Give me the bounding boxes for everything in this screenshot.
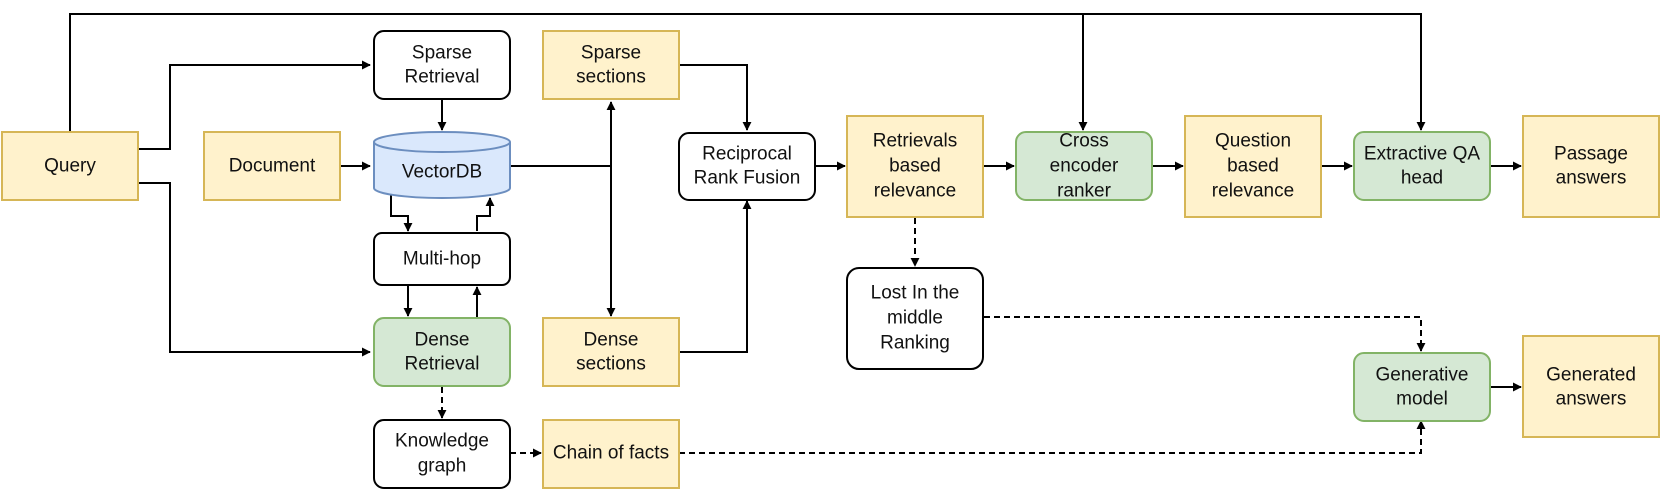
edge-query-to-dense-retrieval bbox=[138, 182, 371, 357]
node-generated-answers: Generated answers bbox=[1522, 335, 1660, 438]
node-vectordb-label: VectorDB bbox=[402, 162, 482, 183]
node-knowledge-graph: Knowledge graph bbox=[373, 419, 511, 489]
edge-multihop-to-vectordb bbox=[476, 197, 495, 231]
node-dense-sections-label-1: Dense bbox=[584, 330, 639, 351]
node-chain-of-facts-label: Chain of facts bbox=[553, 443, 669, 464]
node-retrievals-label-1: Retrievals bbox=[873, 131, 957, 152]
node-chain-of-facts: Chain of facts bbox=[542, 419, 680, 489]
node-passage-answers: Passage answers bbox=[1522, 115, 1660, 218]
node-sparse-retrieval: Sparse Retrieval bbox=[373, 30, 511, 100]
edge-query-to-sparse-retrieval bbox=[138, 60, 371, 150]
node-question-relevance-label-2: based bbox=[1227, 156, 1279, 177]
node-query-label: Query bbox=[44, 156, 96, 177]
edge-query-to-extractive-qa bbox=[69, 13, 1426, 132]
node-dense-retrieval: Dense Retrieval bbox=[373, 317, 511, 387]
node-generative-model-label-2: model bbox=[1396, 389, 1448, 410]
node-question-relevance-label-1: Question bbox=[1215, 131, 1291, 152]
edge-vectordb-to-multihop bbox=[390, 195, 413, 232]
node-query: Query bbox=[1, 131, 139, 201]
node-sparse-sections-label-1: Sparse bbox=[581, 43, 641, 64]
node-reciprocal-rank-fusion: Reciprocal Rank Fusion bbox=[678, 132, 816, 201]
node-generated-answers-label-2: answers bbox=[1556, 389, 1627, 410]
node-lost-in-middle-label-3: Ranking bbox=[880, 333, 950, 354]
node-retrievals-label-2: based bbox=[889, 156, 941, 177]
node-retrievals-based-relevance: Retrievals based relevance bbox=[846, 115, 984, 218]
node-passage-answers-label-1: Passage bbox=[1554, 144, 1628, 165]
node-dense-sections: Dense sections bbox=[542, 317, 680, 387]
node-retrievals-label-3: relevance bbox=[874, 181, 956, 202]
node-document: Document bbox=[203, 131, 341, 201]
edge-lost-in-middle-to-generative bbox=[984, 316, 1426, 352]
node-multi-hop-label: Multi-hop bbox=[403, 249, 481, 270]
node-sparse-sections: Sparse sections bbox=[542, 30, 680, 100]
node-dense-sections-label-2: sections bbox=[576, 354, 646, 375]
edge-sparse-sections-to-rrf bbox=[679, 64, 752, 131]
node-multi-hop: Multi-hop bbox=[373, 232, 511, 286]
node-document-label: Document bbox=[229, 156, 316, 177]
node-sparse-sections-label-2: sections bbox=[576, 67, 646, 88]
node-cross-encoder-label-1: Cross bbox=[1059, 131, 1109, 152]
node-knowledge-graph-label-1: Knowledge bbox=[395, 431, 489, 452]
node-lost-in-the-middle: Lost In the middle Ranking bbox=[846, 267, 984, 370]
node-cross-encoder-label-3: ranker bbox=[1057, 181, 1112, 202]
node-question-based-relevance: Question based relevance bbox=[1184, 115, 1322, 218]
node-extractive-qa-label-2: head bbox=[1401, 168, 1443, 189]
node-cross-encoder-ranker: Cross encoder ranker bbox=[1015, 131, 1153, 202]
node-sparse-retrieval-label-1: Sparse bbox=[412, 43, 472, 64]
node-generative-model-label-1: Generative bbox=[1376, 365, 1469, 386]
edge-dense-sections-to-rrf bbox=[679, 200, 752, 353]
node-lost-in-middle-label-2: middle bbox=[887, 308, 943, 329]
node-extractive-qa-label-1: Extractive QA bbox=[1364, 144, 1480, 165]
node-generated-answers-label-1: Generated bbox=[1546, 365, 1636, 386]
node-vectordb: VectorDB bbox=[373, 131, 511, 199]
node-rrf-label-2: Rank Fusion bbox=[694, 168, 801, 189]
node-extractive-qa-head: Extractive QA head bbox=[1353, 131, 1491, 201]
node-dense-retrieval-label-2: Retrieval bbox=[405, 354, 480, 375]
node-dense-retrieval-label-1: Dense bbox=[415, 330, 470, 351]
node-lost-in-middle-label-1: Lost In the bbox=[871, 283, 960, 304]
node-sparse-retrieval-label-2: Retrieval bbox=[405, 67, 480, 88]
node-knowledge-graph-label-2: graph bbox=[418, 456, 467, 477]
node-question-relevance-label-3: relevance bbox=[1212, 181, 1294, 202]
node-rrf-label-1: Reciprocal bbox=[702, 144, 792, 165]
node-cross-encoder-label-2: encoder bbox=[1050, 156, 1119, 177]
node-passage-answers-label-2: answers bbox=[1556, 168, 1627, 189]
edge-chain-of-facts-to-generative bbox=[679, 420, 1426, 454]
node-generative-model: Generative model bbox=[1353, 352, 1491, 422]
